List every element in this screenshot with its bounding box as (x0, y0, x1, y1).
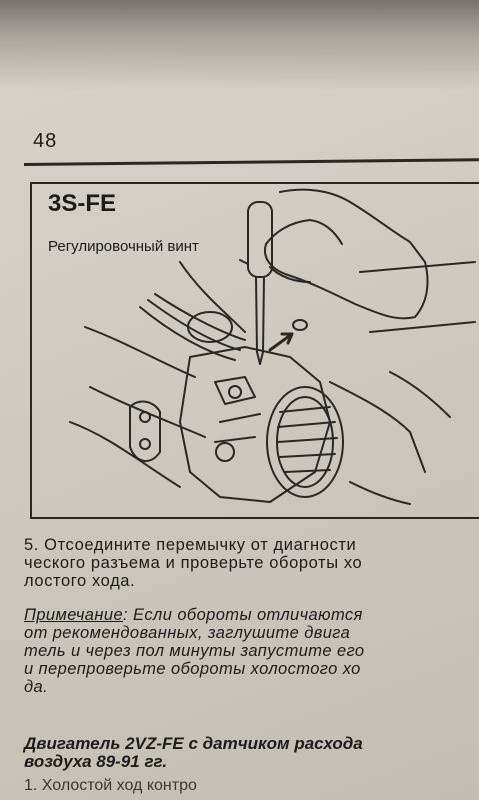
note-paragraph: Примечание: Если обороты отличаются от р… (24, 606, 479, 696)
hose-6 (69, 421, 181, 488)
text-line: лостого хода. (24, 572, 136, 590)
hose-2 (147, 299, 241, 351)
page-number: 48 (33, 130, 58, 152)
text-line: 5. Отсоедините перемычку от диагности (24, 536, 357, 554)
screwdriver-shaft (255, 276, 265, 353)
text-line: от рекомендованных, заглушите двига (24, 624, 351, 642)
engine-illustration (69, 188, 476, 505)
heading-line: Двигатель 2VZ-FE с датчиком расхода (24, 734, 363, 753)
hand-finger (265, 219, 343, 245)
adjusting-screw-label: Регулировочный винт (48, 238, 199, 255)
turn-arrow (268, 332, 294, 352)
header-rule (23, 158, 479, 166)
background-part (359, 261, 476, 418)
cap-plug (292, 319, 308, 331)
hose-4 (84, 326, 196, 378)
throttle-body (179, 346, 331, 503)
screwdriver-tip (256, 351, 264, 365)
figure-frame (30, 182, 479, 519)
next-item-line: 1. Холостой ход контро (24, 777, 197, 794)
air-duct (266, 386, 344, 498)
engine-mass (329, 381, 426, 505)
page-shadow (0, 0, 479, 90)
linkage (214, 376, 261, 443)
text-line: тель и через пол минуты запустите его (24, 642, 365, 660)
text-line: ческого разъема и проверьте обороты хо (24, 554, 363, 572)
duct-ribs (277, 406, 338, 473)
hand-outline (264, 188, 429, 320)
section-heading: Двигатель 2VZ-FE с датчиком расхода возд… (24, 735, 479, 771)
throttle-port (187, 311, 233, 343)
text-line: Примечание: Если обороты отличаются (24, 606, 479, 624)
note-text: : Если обороты отличаются (123, 606, 363, 624)
screwdriver-handle (247, 201, 273, 278)
heading-line: воздуха 89-91 гг. (24, 752, 168, 771)
bracket (129, 400, 161, 462)
step-5-paragraph: 5. Отсоедините перемычку от диагности че… (24, 536, 479, 590)
text-line: да. (24, 678, 49, 696)
note-label: Примечание (24, 606, 124, 624)
callout-leader (179, 259, 249, 333)
hose-1 (139, 306, 236, 361)
hose-3 (154, 293, 246, 341)
engine-model-label: 3S-FE (48, 190, 117, 217)
text-line: и перепроверьте обороты холостого хо (24, 660, 361, 678)
